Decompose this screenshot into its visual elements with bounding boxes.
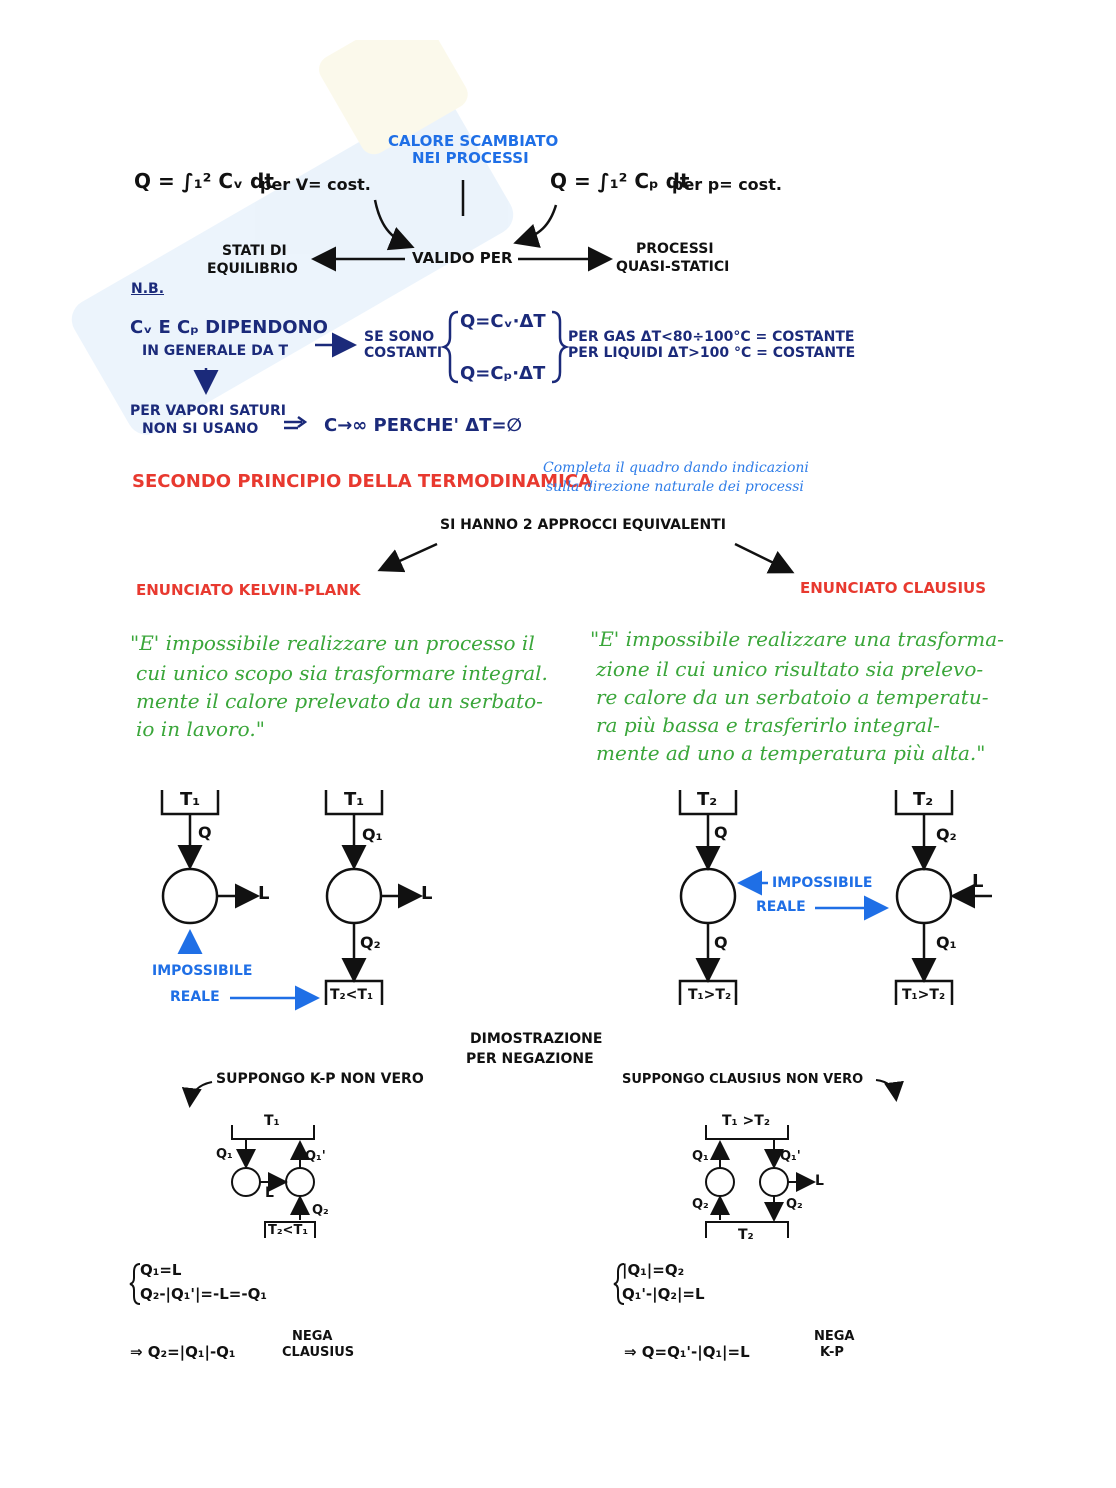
calore-title-2: NEI PROCESSI: [412, 149, 529, 167]
cl2-q1-label: Q₁: [936, 933, 957, 952]
header-arrows: [311, 180, 613, 272]
approcci-text: SI HANNO 2 APPROCCI EQUIVALENTI: [440, 517, 726, 533]
stati-1: STATI DI: [222, 243, 287, 259]
vapori-2: NON SI USANO: [142, 421, 259, 437]
kelvin-title: ENUNCIATO KELVIN-PLANK: [136, 581, 361, 599]
kp-diagram-real: [230, 790, 423, 1011]
kp2-q2-label: Q₂: [360, 933, 381, 952]
equation-cv: Q = ∫₁² Cᵥ dt: [134, 169, 274, 193]
c-infinity: C→∞ PERCHE' ΔT=∅: [324, 415, 522, 436]
kelvin-line-1: "E' impossibile realizzare un processo i…: [130, 631, 535, 655]
right-system-eq-2: Q₁'-|Q₂|=L: [622, 1285, 705, 1303]
kp-impossibile-label: IMPOSSIBILE: [152, 963, 253, 979]
processi-1: PROCESSI: [636, 241, 714, 257]
kelvin-line-3: mente il calore prelevato da un serbato-: [136, 689, 543, 713]
clausius-diagram-real: [815, 790, 992, 1005]
left-system-eq-1: Q₁=L: [140, 1261, 182, 1279]
vapori-1: PER VAPORI SATURI: [130, 403, 286, 419]
left-nega-1: NEGA: [292, 1329, 333, 1344]
right-nega-1: NEGA: [814, 1329, 855, 1344]
system-braces: [129, 1263, 625, 1305]
right-nega-2: K-P: [820, 1345, 844, 1360]
cl2-hot-reservoir-label: T₁>T₂: [902, 987, 946, 1003]
valido-per: VALIDO PER: [412, 249, 513, 267]
clausius-line-1: "E' impossibile realizzare una trasforma…: [590, 627, 1004, 651]
kp2-l-label: L: [421, 883, 433, 904]
cl2-q2-label: Q₂: [936, 825, 957, 844]
right-proof-t2: T₂: [738, 1227, 754, 1243]
per-v-cost: per V= cost.: [260, 175, 371, 194]
cl2-l-label: L: [972, 871, 984, 892]
dimostrazione-title-2: PER NEGAZIONE: [466, 1051, 594, 1067]
eq-cv-dt: Q=Cᵥ·ΔT: [460, 311, 546, 332]
kp2-cold-reservoir-label: T₂<T₁: [330, 987, 374, 1003]
cv-cp-2: IN GENERALE DA T: [142, 343, 288, 359]
right-result: ⇒ Q=Q₁'-|Q₁|=L: [624, 1343, 750, 1361]
right-proof-q2a: Q₂: [692, 1197, 709, 1212]
clausius-line-4: ra più bassa e trasferirlo integral-: [596, 713, 940, 737]
stati-2: EQUILIBRIO: [207, 261, 298, 277]
dimostrazione-title-1: DIMOSTRAZIONE: [470, 1031, 603, 1047]
equation-cp: Q = ∫₁² Cₚ dt: [550, 169, 690, 193]
approach-arrows: [377, 542, 795, 574]
cl1-hot-reservoir-label: T₁>T₂: [688, 987, 732, 1003]
kp2-q1-label: Q₁: [362, 825, 383, 844]
right-system-eq-1: |Q₁|=Q₂: [622, 1261, 685, 1279]
right-proof-heading: SUPPONGO CLAUSIUS NON VERO: [622, 1072, 864, 1087]
dimostrazione-arrows: [181, 1079, 904, 1108]
per-p-cost: per p= cost.: [672, 175, 782, 194]
kelvin-line-2: cui unico scopo sia trasformare integral…: [136, 661, 548, 685]
cl-impossibile-label: IMPOSSIBILE: [772, 875, 873, 891]
left-proof-t1: T₁: [264, 1113, 280, 1129]
right-proof-top: T₁ >T₂: [722, 1113, 770, 1129]
eq-cp-dt: Q=Cₚ·ΔT: [460, 363, 546, 384]
processi-2: QUASI-STATICI: [616, 259, 730, 275]
left-proof-heading: SUPPONGO K-P NON VERO: [216, 1071, 424, 1087]
proof-diagram-right: [705, 1125, 816, 1238]
proof-diagram-left: [231, 1125, 316, 1238]
se-sono-1: SE SONO: [364, 329, 435, 345]
right-proof-q2b: Q₂: [786, 1197, 803, 1212]
secondo-principio-title: SECONDO PRINCIPIO DELLA TERMODINAMICA: [132, 471, 592, 492]
left-proof-cold: T₂<T₁: [268, 1223, 309, 1238]
left-proof-q1p: Q₁': [305, 1149, 326, 1164]
kp2-reservoir-label: T₁: [344, 789, 365, 810]
kp1-q-label: Q: [198, 823, 212, 842]
gas-note: PER GAS ΔT<80÷100°C = COSTANTE: [568, 329, 855, 345]
cl1-q-bottom-label: Q: [714, 933, 728, 952]
kp1-l-label: L: [258, 883, 270, 904]
left-proof-l: L: [265, 1185, 274, 1201]
kp-diagram-impossible: [160, 790, 260, 954]
left-nega-2: CLAUSIUS: [282, 1345, 355, 1360]
clausius-diagram-impossible: [678, 790, 768, 1005]
right-proof-q1: Q₁: [692, 1149, 709, 1164]
cv-cp-1: Cᵥ E Cₚ DIPENDONO: [130, 317, 328, 338]
clausius-title: ENUNCIATO CLAUSIUS: [800, 579, 987, 597]
kelvin-line-4: io in lavoro.": [136, 717, 265, 741]
clausius-line-2: zione il cui unico risultato sia prelevo…: [596, 657, 984, 681]
clausius-line-5: mente ad uno a temperatura più alta.": [596, 741, 986, 765]
secondo-note-1: Completa il quadro dando indicazioni: [543, 460, 809, 476]
calore-title-1: CALORE SCAMBIATO: [388, 132, 559, 150]
clausius-line-3: re calore da un serbatoio a temperatu-: [596, 685, 989, 709]
left-proof-q2: Q₂: [312, 1203, 329, 1218]
liquidi-note: PER LIQUIDI ΔT>100 °C = COSTANTE: [568, 345, 856, 361]
kp-reale-label: REALE: [170, 989, 220, 1005]
kp1-reservoir-label: T₁: [180, 789, 201, 810]
right-proof-q1p: Q₁': [780, 1149, 801, 1164]
cl-reale-label: REALE: [756, 899, 806, 915]
se-sono-2: COSTANTI: [364, 345, 443, 361]
nb-label: N.B.: [131, 281, 165, 297]
cl1-reservoir-label: T₂: [697, 789, 718, 810]
left-proof-q1: Q₁: [216, 1147, 233, 1162]
cl1-q-top-label: Q: [714, 823, 728, 842]
nb-arrows: [193, 310, 570, 430]
cl2-reservoir-label: T₂: [913, 789, 934, 810]
left-system-eq-2: Q₂-|Q₁'|=-L=-Q₁: [140, 1285, 267, 1303]
secondo-note-2: sulla direzione naturale dei processi: [546, 479, 804, 495]
left-result: ⇒ Q₂=|Q₁|-Q₁: [130, 1343, 236, 1361]
right-proof-l: L: [815, 1173, 824, 1189]
